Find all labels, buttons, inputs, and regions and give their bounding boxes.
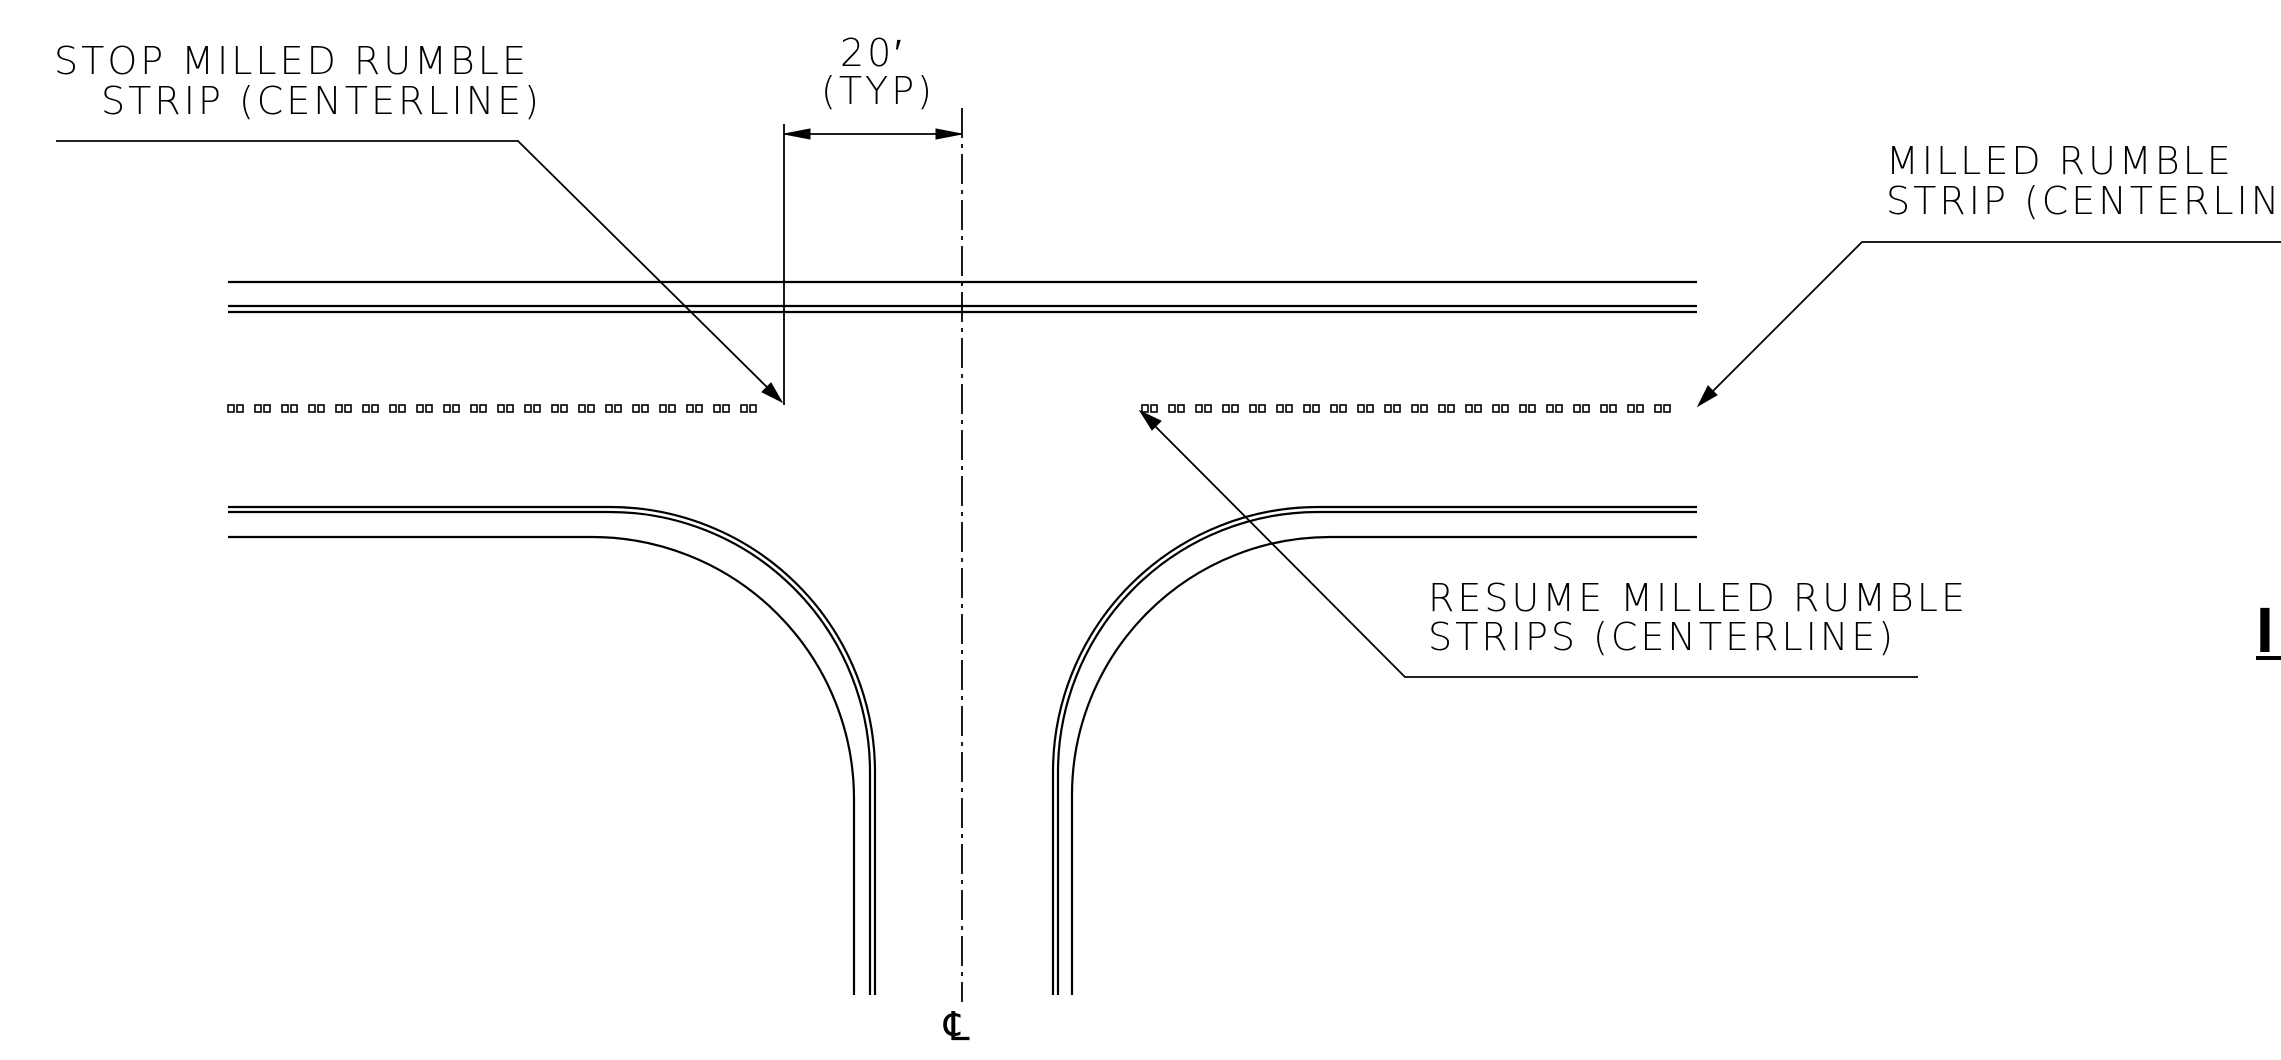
rumble-strip-mark (263, 404, 271, 413)
resume-strip-label-line2: STRIPS (CENTERLINE) (1428, 615, 1896, 659)
rumble-strip-mark (479, 404, 487, 413)
rumble-strip-mark (1627, 404, 1635, 413)
rumble-strip-mark (1339, 404, 1347, 413)
rumble-strip-mark (497, 404, 505, 413)
rumble-strip-mark (1438, 404, 1446, 413)
rumble-strip-mark (1195, 404, 1203, 413)
rumble-strip-mark (308, 404, 316, 413)
rumble-strip-mark (1222, 404, 1230, 413)
rumble-strip-mark (1492, 404, 1500, 413)
rumble-strip-mark (560, 404, 568, 413)
rumble-strip-mark (1555, 404, 1563, 413)
rumble-strip-mark (1600, 404, 1608, 413)
rumble-strip-mark (605, 404, 613, 413)
rumble-strip-mark (695, 404, 703, 413)
rumble-strip-mark (1249, 404, 1257, 413)
rumble-strip-mark (740, 404, 748, 413)
rumble-strip-mark (506, 404, 514, 413)
rumble-strip-mark (578, 404, 586, 413)
rumble-strip-mark (1150, 404, 1158, 413)
centerline-symbol: ℄ (943, 1004, 970, 1050)
rumble-strip-mark (1312, 404, 1320, 413)
rumble-strip-mark (470, 404, 478, 413)
rumble-strip-mark (1474, 404, 1482, 413)
rumble-strip-mark (236, 404, 244, 413)
rumble-strip-mark (452, 404, 460, 413)
rumble-strip-mark (1447, 404, 1455, 413)
rumble-strip-mark (1141, 404, 1149, 413)
rumble-strip-mark (1519, 404, 1527, 413)
rumble-strip-mark (317, 404, 325, 413)
stop-strip-label-line1: STOP MILLED RUMBLE (54, 39, 529, 83)
rumble-strip-mark (254, 404, 262, 413)
leader-resume-strip: RESUME MILLED RUMBLE STRIPS (CENTERLINE) (1138, 409, 1968, 678)
rumble-strip-mark (389, 404, 397, 413)
rumble-strip-mark (281, 404, 289, 413)
rumble-strip-mark (416, 404, 424, 413)
rumble-strip-mark (1528, 404, 1536, 413)
rumble-strip-mark (443, 404, 451, 413)
rumble-strip-mark (1420, 404, 1428, 413)
rumble-strip-mark (1357, 404, 1365, 413)
dimension-typ: (TYP) (821, 69, 935, 113)
leader-milled-strip: MILLED RUMBLE STRIP (CENTERLINE) (1696, 139, 2281, 408)
rumble-strip-mark (425, 404, 433, 413)
rumble-strip-mark (1636, 404, 1644, 413)
rumble-strip-mark (524, 404, 532, 413)
rumble-strip-mark (1258, 404, 1266, 413)
milled-strip-label-line1: MILLED RUMBLE (1886, 139, 2234, 183)
rumble-strip-mark (749, 404, 757, 413)
stop-strip-label-line2: STRIP (CENTERLINE) (101, 79, 542, 123)
rumble-strip-mark (1303, 404, 1311, 413)
rumble-strip-mark (362, 404, 370, 413)
rumble-strip-mark (1285, 404, 1293, 413)
dimension-20ft: 20′ (TYP) (783, 31, 963, 405)
rumble-strip-mark (1654, 404, 1662, 413)
rumble-strip-mark (1411, 404, 1419, 413)
rumble-strip-mark (533, 404, 541, 413)
mainline-south-edge-left (228, 505, 877, 995)
rumble-strip-mark (1231, 404, 1239, 413)
rumble-strip-mark (722, 404, 730, 413)
rumble-strip-mark (1366, 404, 1374, 413)
rumble-strip-mark (335, 404, 343, 413)
rumble-strip-mark (551, 404, 559, 413)
rumble-strip-mark (659, 404, 667, 413)
rumble-strip-mark (344, 404, 352, 413)
rumble-strip-mark (1573, 404, 1581, 413)
rumble-strip-mark (1501, 404, 1509, 413)
rumble-strip-mark (641, 404, 649, 413)
rumble-strip-mark (1204, 404, 1212, 413)
rumble-strip-mark (1609, 404, 1617, 413)
rumble-strip-mark (1168, 404, 1176, 413)
rumble-strip-mark (1393, 404, 1401, 413)
rumble-strip-mark (1177, 404, 1185, 413)
rumble-strip-mark (1663, 404, 1671, 413)
rumble-strip-mark (1384, 404, 1392, 413)
rumble-strip-mark (1330, 404, 1338, 413)
rumble-strip-left (227, 404, 757, 413)
edge-mark: I (2256, 594, 2274, 666)
rumble-strip-mark (398, 404, 406, 413)
rumble-strip-mark (1582, 404, 1590, 413)
rumble-strip-mark (1546, 404, 1554, 413)
rumble-strip-mark (1276, 404, 1284, 413)
milled-strip-label-line2: STRIP (CENTERLINE) (1886, 179, 2281, 223)
rumble-strip-mark (686, 404, 694, 413)
resume-strip-label-line1: RESUME MILLED RUMBLE (1428, 576, 1968, 620)
rumble-strip-right (1141, 404, 1671, 413)
rumble-strip-mark (668, 404, 676, 413)
dimension-value: 20′ (840, 31, 904, 75)
rumble-strip-mark (1465, 404, 1473, 413)
rumble-strip-mark (614, 404, 622, 413)
rumble-strip-mark (227, 404, 235, 413)
rumble-strip-mark (587, 404, 595, 413)
mainline-south-edge-right (1051, 505, 1697, 995)
rumble-strip-mark (632, 404, 640, 413)
leader-stop-strip: STOP MILLED RUMBLE STRIP (CENTERLINE) (54, 39, 784, 404)
rumble-strip-mark (290, 404, 298, 413)
rumble-strip-mark (713, 404, 721, 413)
rumble-strip-mark (371, 404, 379, 413)
